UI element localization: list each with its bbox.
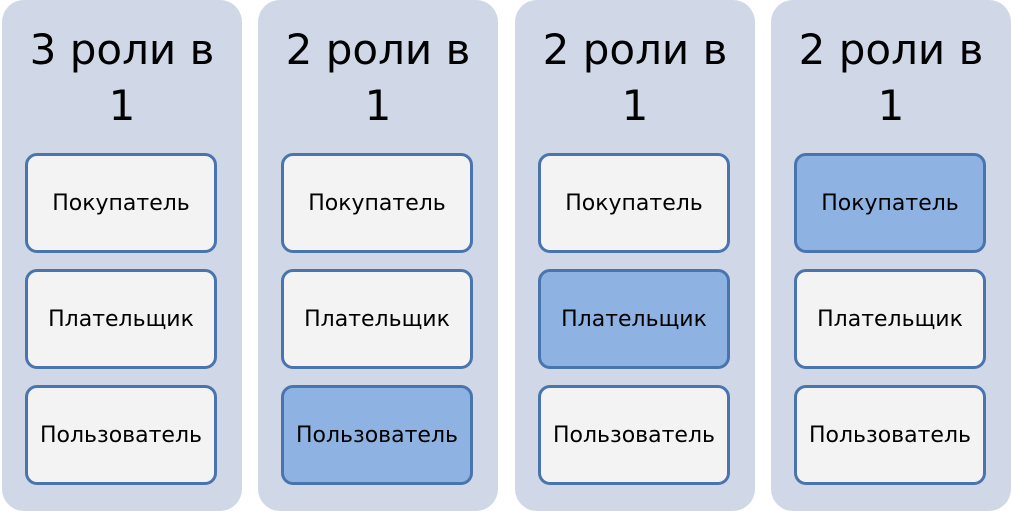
column-2-roles-b: 2 роли в 1 Покупатель Плательщик Пользов… — [515, 0, 755, 511]
role-box-buyer: Покупатель — [794, 153, 986, 253]
column-3-roles: 3 роли в 1 Покупатель Плательщик Пользов… — [2, 0, 242, 511]
role-box-user: Пользователь — [25, 385, 217, 485]
column-title: 2 роли в 1 — [285, 25, 471, 130]
column-2-roles-a: 2 роли в 1 Покупатель Плательщик Пользов… — [258, 0, 498, 511]
role-box-payer: Плательщик — [25, 269, 217, 369]
role-box-buyer: Покупатель — [25, 153, 217, 253]
role-box-user: Пользователь — [538, 385, 730, 485]
role-box-payer: Плательщик — [538, 269, 730, 369]
column-title: 2 роли в 1 — [798, 25, 984, 130]
role-box-user: Пользователь — [281, 385, 473, 485]
role-box-buyer: Покупатель — [538, 153, 730, 253]
role-box-payer: Плательщик — [281, 269, 473, 369]
role-box-payer: Плательщик — [794, 269, 986, 369]
column-2-roles-c: 2 роли в 1 Покупатель Плательщик Пользов… — [771, 0, 1011, 511]
role-box-buyer: Покупатель — [281, 153, 473, 253]
column-title: 3 роли в 1 — [29, 25, 215, 130]
role-box-user: Пользователь — [794, 385, 986, 485]
column-title: 2 роли в 1 — [542, 25, 728, 130]
